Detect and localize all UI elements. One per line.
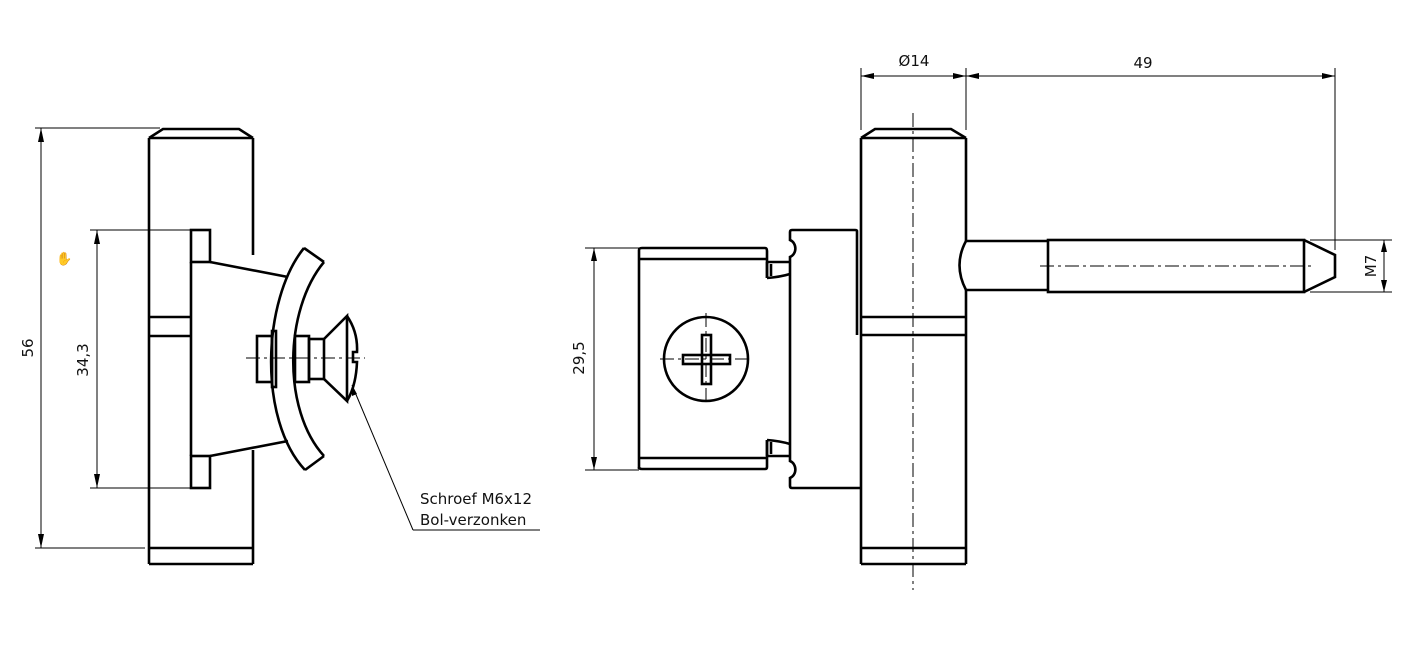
threaded-pin [958, 238, 1337, 294]
barrel-front [859, 113, 968, 590]
callout-screw-type: Schroef M6x12 [420, 490, 532, 508]
clip-plate-front [637, 246, 791, 471]
dimension-diameter: Ø14 [860, 52, 967, 130]
dim-56: 56 [19, 338, 37, 357]
dim-34-3: 34,3 [74, 343, 92, 376]
dim-29-5: 29,5 [570, 341, 588, 374]
dimension-overall-height: 56 [19, 127, 160, 549]
dimension-clip-height: 29,5 [570, 247, 639, 471]
curved-bracket [269, 246, 325, 472]
barrel-side [147, 127, 255, 566]
bracket-front [788, 228, 861, 490]
side-view: 56 34,3 [19, 127, 540, 566]
screw-callout: Schroef M6x12 Bol-verzonken [351, 384, 540, 531]
mounting-plate-side [189, 228, 289, 490]
dim-m7: M7 [1362, 255, 1380, 278]
hand-cursor-icon: ✋ [56, 251, 72, 267]
callout-screw-head: Bol-verzonken [420, 511, 526, 529]
dimension-plate-height: 34,3 [74, 229, 190, 489]
phillips-screw-head [660, 313, 752, 405]
front-view: Ø14 49 [570, 52, 1392, 590]
dim-diameter-14: Ø14 [899, 52, 930, 70]
dimension-thread: M7 [1310, 239, 1392, 293]
dim-49: 49 [1133, 54, 1152, 72]
dimension-pin-length: 49 [966, 54, 1336, 250]
countersunk-screw [246, 312, 365, 405]
